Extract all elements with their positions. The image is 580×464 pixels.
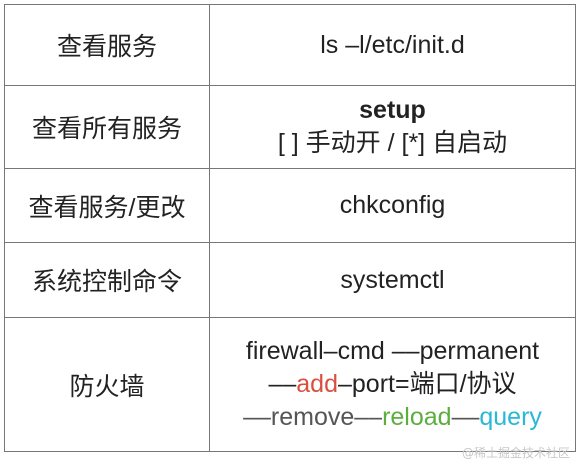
row-3-label: 查看服务/更改: [5, 169, 210, 243]
row-2-value: setup [ ] 手动开 / [*] 自启动: [210, 86, 575, 169]
firewall-line-2: ––add–port=端口/协议: [268, 368, 516, 401]
query-keyword: query: [479, 403, 542, 431]
service-commands-table: 查看服务 ls –l/etc/init.d 查看所有服务 setup [ ] 手…: [4, 4, 576, 452]
firewall-line-1: firewall–cmd ––permanent: [245, 337, 540, 365]
query-separator: ––: [451, 403, 480, 431]
firewall-line-3: ––remove––reload––query: [243, 401, 542, 434]
watermark: @稀土掘金技术社区: [461, 446, 570, 460]
add-keyword: add: [296, 370, 338, 398]
add-rest: –port=端口/协议: [338, 370, 517, 398]
row-3-value: chkconfig: [210, 169, 575, 243]
row-2-label: 查看所有服务: [5, 86, 210, 169]
row-4-value: systemctl: [210, 243, 575, 318]
row-1-value: ls –l/etc/init.d: [210, 5, 575, 86]
row-5-label: 防火墙: [5, 318, 210, 451]
remove-keyword: ––remove––: [243, 403, 383, 431]
row-1-label: 查看服务: [5, 5, 210, 86]
reload-keyword: reload: [382, 403, 452, 431]
add-prefix: ––: [268, 370, 297, 398]
row-4-label: 系统控制命令: [5, 243, 210, 318]
setup-command: setup: [359, 96, 426, 124]
row-5-value: firewall–cmd ––permanent ––add–port=端口/协…: [210, 318, 575, 451]
setup-legend: [ ] 手动开 / [*] 自启动: [277, 129, 508, 157]
